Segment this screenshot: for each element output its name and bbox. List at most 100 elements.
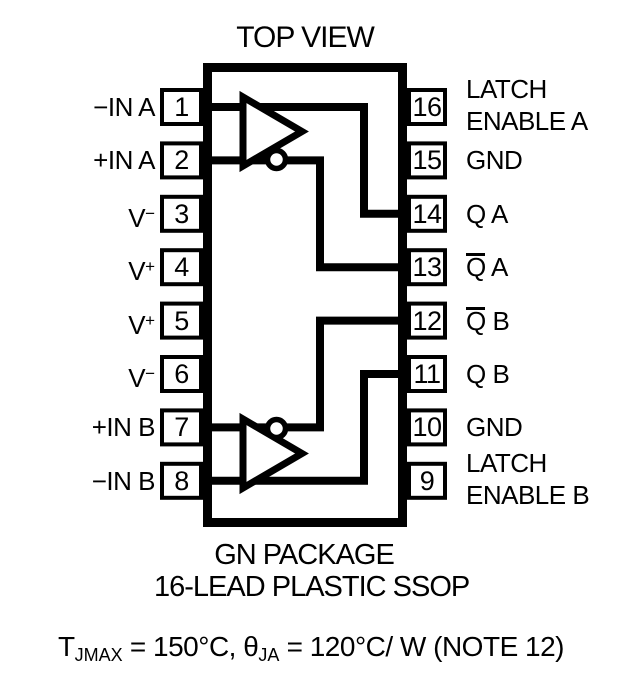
label-segment: − bbox=[145, 203, 155, 223]
label-segment: T bbox=[58, 631, 75, 662]
label-segment: Q bbox=[466, 305, 486, 336]
label-segment: −IN A bbox=[93, 92, 155, 122]
label-line: +IN A bbox=[0, 143, 155, 177]
label-line: V− bbox=[0, 357, 155, 395]
pin-right-11-box bbox=[407, 355, 447, 393]
label-segment: +IN A bbox=[93, 145, 155, 176]
pin-right-10-number: 10 bbox=[412, 412, 442, 443]
package-caption: GN PACKAGE 16-LEAD PLASTIC SSOP bbox=[154, 539, 470, 603]
label-line: LATCH bbox=[466, 447, 622, 479]
pin-left-7-number: 7 bbox=[174, 412, 189, 443]
pin-left-5-label: V+ bbox=[0, 304, 155, 342]
label-line: GND bbox=[466, 143, 622, 177]
pin-right-13-box bbox=[407, 248, 447, 287]
pin-right-16-number: 16 bbox=[412, 92, 442, 122]
pin-right-10-label: GND bbox=[466, 410, 622, 444]
label-segment: B bbox=[485, 305, 510, 336]
label-segment: JMAX bbox=[74, 645, 123, 665]
pin-right-13-label: Q A bbox=[466, 250, 622, 284]
pin-left-3-label: V− bbox=[0, 197, 155, 235]
label-segment: = 150°C, bbox=[122, 631, 244, 662]
label-segment: Q B bbox=[466, 359, 510, 389]
pin-right-14-label: Q A bbox=[466, 197, 622, 231]
pin-left-6-label: V− bbox=[0, 357, 155, 395]
pin-right-9-number: 9 bbox=[419, 465, 435, 496]
label-line: ENABLE B bbox=[466, 479, 622, 511]
label-segment: A bbox=[485, 252, 508, 283]
pin-left-5-number: 5 bbox=[174, 305, 189, 336]
wire-comparator-a-output-qbar bbox=[205, 156, 403, 272]
label-segment: Q bbox=[466, 252, 486, 283]
pin-left-6-box bbox=[160, 355, 203, 393]
pin-left-2-label: +IN A bbox=[0, 143, 155, 177]
thermal-note: TJMAX = 150°C, θJA = 120°C/ W (NOTE 12) bbox=[0, 630, 622, 672]
label-segment: ENABLE A bbox=[466, 106, 588, 136]
pin-right-12-label: Q B bbox=[466, 304, 622, 338]
label-segment: Q A bbox=[466, 198, 508, 229]
label-line: GND bbox=[466, 410, 622, 444]
pin-right-15-label: GND bbox=[466, 143, 622, 177]
label-segment: + bbox=[145, 310, 155, 330]
pin-left-3-box bbox=[160, 194, 203, 233]
comparator-a-inverting-bubble bbox=[264, 147, 289, 172]
pin-right-11-number: 11 bbox=[413, 359, 441, 389]
label-segment: V bbox=[128, 202, 146, 233]
pin-left-7-label: +IN B bbox=[0, 410, 156, 444]
ic-package-outline bbox=[203, 63, 407, 527]
package-type: 16-LEAD PLASTIC SSOP bbox=[154, 571, 470, 603]
pin-left-2-box bbox=[160, 141, 203, 180]
pin-right-13-number: 13 bbox=[412, 252, 442, 283]
label-line: Q A bbox=[466, 197, 622, 231]
pin-left-8-box bbox=[160, 461, 203, 500]
top-view-title: TOP VIEW bbox=[236, 21, 375, 54]
pin-left-2-number: 2 bbox=[174, 145, 189, 176]
wire-comparator-b-output-q bbox=[205, 370, 403, 485]
label-segment: = 120°C/ W (NOTE 12) bbox=[279, 631, 565, 662]
pin-right-14-box bbox=[407, 194, 447, 233]
pin-right-12-number: 12 bbox=[412, 305, 442, 336]
pin-right-15-number: 15 bbox=[412, 145, 442, 176]
label-segment: − bbox=[145, 364, 155, 383]
pin-left-7-box bbox=[160, 408, 203, 447]
label-segment: JA bbox=[258, 645, 280, 665]
label-segment: V bbox=[128, 256, 146, 287]
pin-right-12-box bbox=[407, 301, 447, 340]
label-line: V+ bbox=[0, 250, 155, 288]
pin-right-14-number: 14 bbox=[412, 198, 442, 229]
label-line: −IN B bbox=[0, 464, 156, 498]
label-segment: −IN B bbox=[91, 465, 156, 496]
wire-comparator-a-output-q bbox=[205, 103, 403, 218]
pin-right-16-box bbox=[407, 88, 447, 126]
label-line: −IN A bbox=[0, 90, 155, 124]
pin-left-6-number: 6 bbox=[174, 359, 189, 389]
label-line: Q B bbox=[466, 304, 622, 338]
pin-right-15-box bbox=[407, 141, 447, 180]
pin-right-9-box bbox=[407, 461, 447, 500]
label-segment: + bbox=[145, 257, 155, 277]
pin-left-4-number: 4 bbox=[174, 252, 189, 283]
label-segment: GND bbox=[466, 145, 523, 176]
label-segment: GND bbox=[466, 412, 523, 443]
label-segment: θ bbox=[243, 631, 259, 662]
pin-left-1-label: −IN A bbox=[0, 90, 155, 124]
pin-boxes-layer bbox=[160, 88, 447, 500]
label-line: Q A bbox=[466, 250, 622, 284]
label-line: LATCH bbox=[466, 73, 622, 105]
pin-left-1-number: 1 bbox=[174, 92, 189, 122]
pin-left-4-box bbox=[160, 248, 203, 287]
label-line: V+ bbox=[0, 304, 155, 342]
label-line: V− bbox=[0, 197, 155, 235]
pin-left-1-box bbox=[160, 88, 203, 126]
pin-right-11-label: Q B bbox=[466, 357, 622, 391]
label-segment: LATCH bbox=[466, 447, 547, 478]
label-segment: LATCH bbox=[466, 74, 547, 104]
label-segment: ENABLE B bbox=[466, 479, 590, 510]
pin-left-5-box bbox=[160, 301, 203, 340]
label-segment: V bbox=[128, 363, 146, 393]
pin-left-3-number: 3 bbox=[174, 198, 189, 229]
comparator-b-inverting-bubble bbox=[264, 416, 289, 441]
